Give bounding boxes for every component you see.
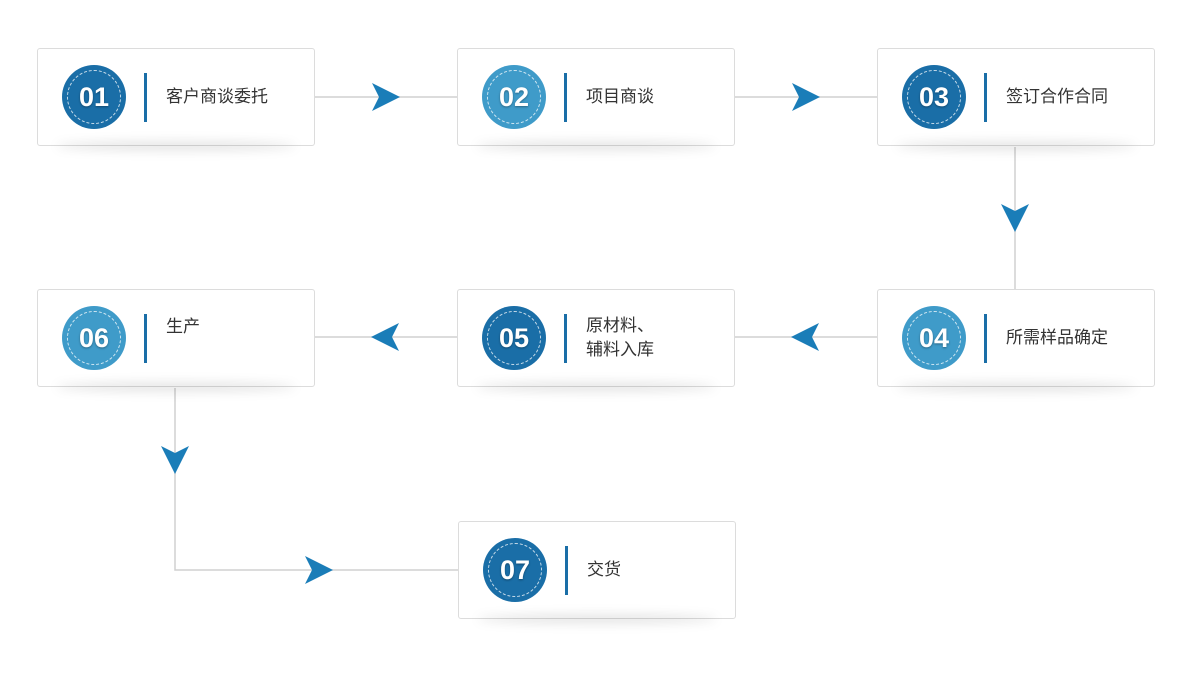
arrow-left-icon xyxy=(791,323,819,351)
step-badge: 04 xyxy=(902,306,966,370)
step-divider xyxy=(564,73,567,122)
step-number: 07 xyxy=(499,554,531,585)
step-divider xyxy=(984,314,987,363)
step-card-07: 07 交货 xyxy=(458,521,736,619)
step-badge: 03 xyxy=(902,65,966,129)
step-divider xyxy=(564,314,567,363)
step-badge: 07 xyxy=(483,538,547,602)
arrow-right-icon xyxy=(372,83,400,111)
step-divider xyxy=(565,546,568,595)
step-label: 项目商谈 xyxy=(586,87,654,107)
step-number: 04 xyxy=(918,322,950,353)
step-label: 生产 xyxy=(166,317,200,337)
step-number: 05 xyxy=(498,322,530,353)
step-divider xyxy=(984,73,987,122)
step-number: 02 xyxy=(498,81,530,112)
step-number: 06 xyxy=(78,322,110,353)
arrow-right-icon xyxy=(305,556,333,584)
step-card-03: 03 签订合作合同 xyxy=(877,48,1155,146)
step-number: 03 xyxy=(918,81,950,112)
connector-06-07 xyxy=(174,388,458,571)
step-card-04: 04 所需样品确定 xyxy=(877,289,1155,387)
arrow-left-icon xyxy=(371,323,399,351)
step-label: 签订合作合同 xyxy=(1006,87,1108,107)
step-number: 01 xyxy=(78,81,110,112)
step-badge: 02 xyxy=(482,65,546,129)
step-label: 原材料、 辅料入库 xyxy=(586,316,654,360)
step-divider xyxy=(144,314,147,363)
step-divider xyxy=(144,73,147,122)
step-card-01: 01 客户商谈委托 xyxy=(37,48,315,146)
step-label: 客户商谈委托 xyxy=(166,87,268,107)
arrow-right-icon xyxy=(792,83,820,111)
step-card-05: 05 原材料、 辅料入库 xyxy=(457,289,735,387)
arrow-down-icon xyxy=(161,446,189,474)
step-label: 交货 xyxy=(587,560,621,580)
step-label: 所需样品确定 xyxy=(1006,328,1108,348)
arrow-down-icon xyxy=(1001,204,1029,232)
step-card-02: 02 项目商谈 xyxy=(457,48,735,146)
step-badge: 05 xyxy=(482,306,546,370)
step-card-06: 06 生产 xyxy=(37,289,315,387)
step-badge: 01 xyxy=(62,65,126,129)
step-badge: 06 xyxy=(62,306,126,370)
